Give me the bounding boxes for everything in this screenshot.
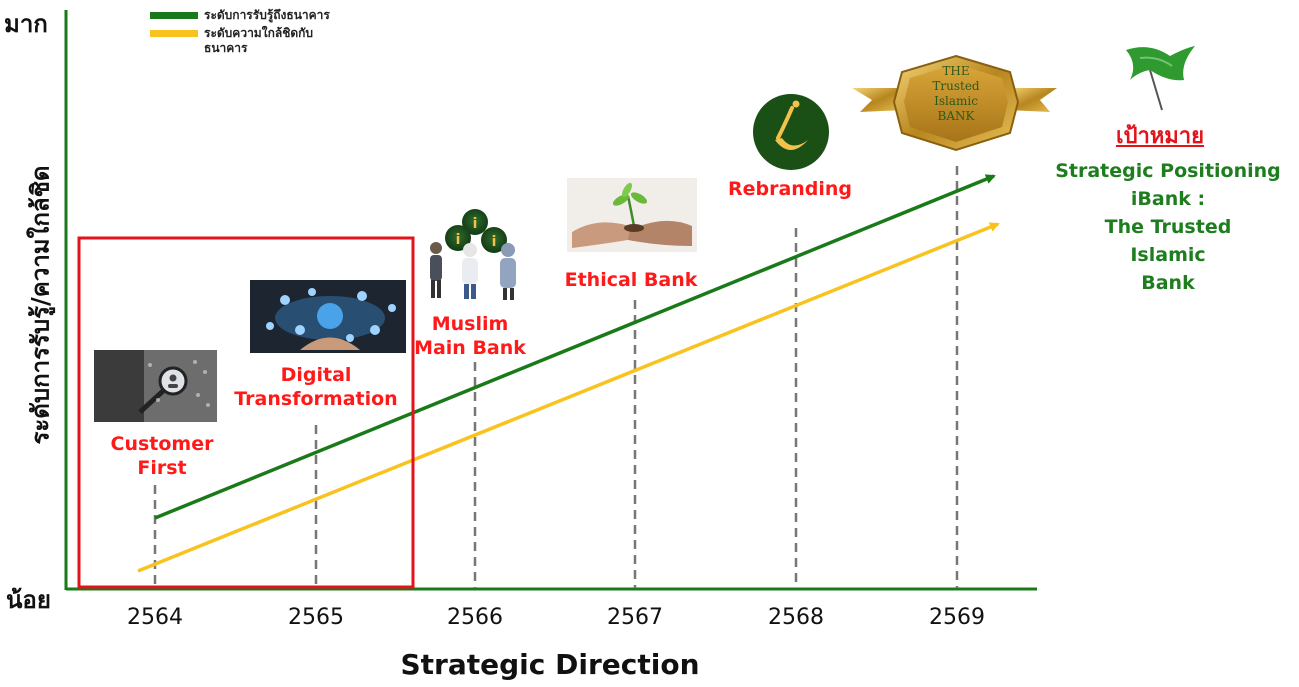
y-axis-high-label: มาก (4, 10, 48, 38)
milestone-muslim-main-bank: Muslim Main Bank (414, 312, 526, 360)
coin-icon: i i i (445, 209, 507, 253)
svg-text:i: i (492, 234, 497, 250)
milestone-digital-transformation: Digital Transformation (234, 363, 397, 411)
flag-icon (1126, 46, 1195, 111)
milestone-line-1: Ethical Bank (564, 269, 698, 291)
milestone-customer-first: Customer First (111, 432, 214, 480)
milestone-line-2: Transformation (234, 388, 398, 410)
milestone-ethical-bank: Ethical Bank (565, 268, 698, 292)
awareness-arrow (154, 174, 996, 520)
x-tick-2568: 2568 (768, 605, 824, 630)
goal-line-5: Bank (1141, 272, 1195, 294)
badge-line-3: Islamic (934, 94, 978, 108)
milestone-line-1: Customer (110, 433, 214, 455)
y-axis-low-label: น้อย (6, 586, 51, 614)
badge-line-1: THE (942, 64, 970, 78)
badge-text: THE Trusted Islamic BANK (932, 64, 979, 124)
goal-line-1: Strategic Positioning (1055, 160, 1281, 182)
trusted-islamic-bank-badge (852, 54, 1057, 152)
svg-text:i: i (456, 232, 461, 248)
x-tick-2566: 2566 (447, 605, 503, 630)
goal-description: Strategic Positioning iBank : The Truste… (1055, 157, 1281, 297)
legend-label: ระดับความใกล้ชิดกับธนาคาร (204, 26, 314, 55)
badge-line-4: BANK (937, 109, 975, 123)
closeness-arrow (137, 222, 1000, 573)
milestone-line-2: First (137, 457, 187, 479)
badge-line-2: Trusted (932, 79, 980, 93)
goal-line-3: The Trusted (1104, 216, 1232, 238)
goal-line-2: iBank : (1130, 188, 1206, 210)
customer-first-photo (94, 350, 217, 422)
y-axis-title: ระดับการรับรู้/ความใกล้ชิด (26, 165, 55, 445)
milestone-line-1: Digital (280, 364, 352, 386)
legend: ระดับการรับรู้ถึงธนาคาร ระดับความใกล้ชิด… (150, 8, 354, 59)
goal-title: เป้าหมาย (1115, 124, 1205, 149)
x-tick-2567: 2567 (607, 605, 663, 630)
svg-text:i: i (473, 216, 478, 232)
milestone-line-2: Main Bank (414, 337, 526, 359)
digital-transformation-photo (250, 280, 406, 353)
x-tick-2569: 2569 (929, 605, 985, 630)
milestone-line-1: Rebranding (727, 178, 853, 200)
x-axis-title: Strategic Direction (400, 648, 700, 681)
current-phase-box (77, 236, 415, 589)
milestone-rebranding: Rebranding (728, 177, 852, 201)
milestone-line-1: Muslim (431, 313, 509, 335)
muslim-main-bank-illustration: i i i (430, 209, 516, 300)
legend-item-awareness: ระดับการรับรู้ถึงธนาคาร (150, 8, 354, 23)
ibank-logo-icon (753, 94, 829, 170)
x-tick-2564: 2564 (127, 605, 183, 630)
x-tick-2565: 2565 (288, 605, 344, 630)
legend-swatch-green (150, 12, 198, 19)
goal-line-4: Islamic (1130, 244, 1206, 266)
legend-item-closeness: ระดับความใกล้ชิดกับธนาคาร (150, 26, 354, 56)
legend-label: ระดับการรับรู้ถึงธนาคาร (204, 8, 330, 22)
ethical-bank-photo (567, 178, 697, 252)
legend-swatch-yellow (150, 30, 198, 37)
